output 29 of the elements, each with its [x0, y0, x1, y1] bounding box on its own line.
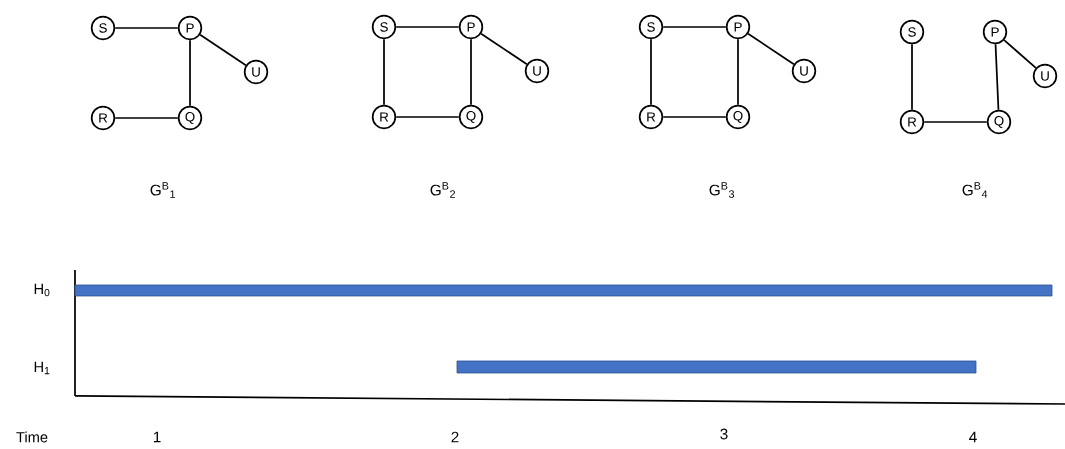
edge-line	[1003, 39, 1037, 69]
graph-caption: G$^{B}$3	[709, 182, 735, 198]
edge-line	[480, 32, 528, 66]
tick-label: 1	[153, 431, 161, 443]
edge-line	[114, 27, 179, 29]
graph-caption: G$^{B}$4	[962, 182, 988, 198]
edge-line	[662, 116, 727, 118]
edge-line	[911, 43, 913, 111]
edge-line	[650, 38, 652, 106]
edge-line	[662, 26, 727, 28]
graph-caption: G$^{B}$1	[150, 182, 175, 198]
edge-line	[747, 32, 795, 66]
edge-line	[383, 38, 385, 106]
tick-label: 2	[451, 431, 459, 443]
edge-line	[395, 116, 460, 118]
edge-line	[199, 33, 247, 67]
axis-title: Time	[16, 431, 48, 443]
graph-caption: G$^{B}$2	[430, 182, 455, 198]
tick-label: 4	[969, 431, 977, 443]
edge-line	[395, 26, 460, 28]
edge-line	[994, 43, 1000, 111]
tick-label: 3	[720, 428, 728, 440]
edge-line	[737, 38, 739, 106]
axis-label: H$_{0}$	[34, 283, 50, 297]
edge-line	[189, 39, 191, 107]
edge-line	[470, 38, 472, 106]
edge-line	[923, 121, 988, 123]
edge-line	[114, 117, 179, 119]
axis-label: H$_{1}$	[34, 361, 50, 375]
